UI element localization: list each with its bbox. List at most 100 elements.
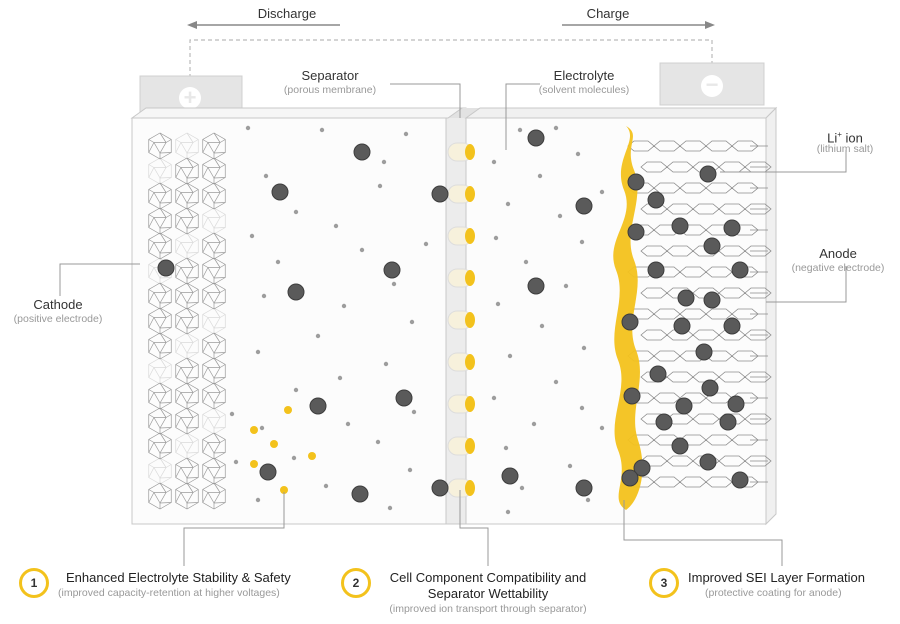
solvent-molecule: [579, 405, 585, 411]
cathode-crystal: [148, 357, 172, 385]
solvent-molecule: [539, 323, 545, 329]
lithium-ion: [395, 389, 413, 407]
cathode-crystal: [148, 432, 172, 460]
solvent-molecule: [491, 395, 497, 401]
lithium-ion: [699, 165, 717, 183]
cathode-crystal: [148, 132, 172, 160]
cathode-subtitle: (positive electrode): [13, 313, 103, 325]
solvent-molecule: [519, 485, 525, 491]
lithium-ion: [259, 463, 277, 481]
lithium-ion: [731, 471, 749, 489]
additive-molecule: [270, 440, 278, 448]
separator-pore: [447, 142, 475, 162]
cathode-crystal: [148, 282, 172, 310]
lithium-ion: [719, 413, 737, 431]
cathode-crystal: [202, 382, 226, 410]
solvent-molecule: [245, 125, 251, 131]
benefit-2-title-line2: Separator Wettability: [427, 586, 549, 601]
cathode-crystal: [175, 207, 199, 235]
solvent-molecule: [229, 411, 235, 417]
additive-molecule: [284, 406, 292, 414]
graphite-layer: [627, 392, 768, 404]
lithium-ion: [723, 219, 741, 237]
lithium-ion: [351, 485, 369, 503]
separator-subtitle: (porous membrane): [283, 84, 377, 96]
lithium-ion: [353, 143, 371, 161]
solvent-molecule: [291, 455, 297, 461]
anode-graphite-layers: [627, 140, 772, 488]
separator-pore: [447, 268, 475, 288]
lithium-ion: [309, 397, 327, 415]
additive-molecule: [250, 460, 258, 468]
graphite-layer: [627, 308, 768, 320]
cathode-crystal: [175, 482, 199, 510]
lithium-ion: [649, 365, 667, 383]
cathode-crystal: [148, 207, 172, 235]
lithium-ion: [671, 437, 689, 455]
cathode-crystal: [175, 232, 199, 260]
solvent-molecule: [579, 239, 585, 245]
lithium-ion: [673, 317, 691, 335]
cathode-lattice: [148, 132, 226, 510]
solvent-molecule: [293, 209, 299, 215]
solvent-molecule: [323, 483, 329, 489]
lithium-ion: [627, 173, 645, 191]
separator-pore: [447, 352, 475, 372]
separator-pore: [447, 310, 475, 330]
lithium-ion: [701, 379, 719, 397]
solvent-molecule: [315, 333, 321, 339]
graphite-layer: [640, 329, 772, 341]
plus-icon: +: [183, 85, 197, 110]
separator-pore: [447, 478, 475, 498]
lithium-ion: [623, 387, 641, 405]
lithium-ion: [627, 223, 645, 241]
solvent-molecule: [585, 497, 591, 503]
discharge-label: Discharge: [257, 6, 317, 21]
solvent-molecule: [517, 127, 523, 133]
solvent-molecule: [423, 241, 429, 247]
additive-molecules: [250, 406, 316, 494]
cathode-crystal: [148, 482, 172, 510]
lithium-ion: [633, 459, 651, 477]
lithium-ion: [287, 283, 305, 301]
circuit-wire: [189, 39, 713, 78]
solvent-molecule: [345, 421, 351, 427]
solvent-molecule: [381, 159, 387, 165]
lithium-ion: [383, 261, 401, 279]
solvent-molecule: [557, 213, 563, 219]
solvent-molecule: [377, 183, 383, 189]
li-ion-title: Li+ ion: [827, 130, 863, 146]
graphite-layer: [640, 287, 772, 299]
solvent-molecule: [505, 509, 511, 515]
solvent-molecule: [531, 421, 537, 427]
cathode-crystal: [202, 257, 226, 285]
cathode-crystal: [202, 282, 226, 310]
benefit-2-badge: 2: [341, 568, 371, 598]
lithium-ion: [727, 395, 745, 413]
lithium-ion: [695, 343, 713, 361]
solvent-molecule: [319, 127, 325, 133]
benefit-1-title: Enhanced Electrolyte Stability & Safety: [66, 570, 291, 585]
benefit-1-leader: [183, 492, 285, 566]
solvent-molecule: [599, 425, 605, 431]
solvent-molecule: [581, 345, 587, 351]
cathode-crystal: [148, 307, 172, 335]
cathode-crystal: [175, 332, 199, 360]
solvent-molecule: [599, 189, 605, 195]
benefit-3-subtitle: (protective coating for anode): [705, 587, 842, 599]
cathode-crystal: [202, 182, 226, 210]
cathode-crystal: [148, 407, 172, 435]
cathode-crystal: [148, 457, 172, 485]
lithium-ion: [671, 217, 689, 235]
solvent-molecule: [341, 303, 347, 309]
additive-molecule: [280, 486, 288, 494]
lithium-ion: [527, 129, 545, 147]
lithium-ion: [699, 453, 717, 471]
lithium-ion: [271, 183, 289, 201]
lithium-ion: [157, 259, 175, 277]
anode-title: Anode: [819, 246, 857, 261]
anode-leader: [766, 266, 847, 303]
cathode-crystal: [202, 482, 226, 510]
cathode-crystal: [148, 332, 172, 360]
